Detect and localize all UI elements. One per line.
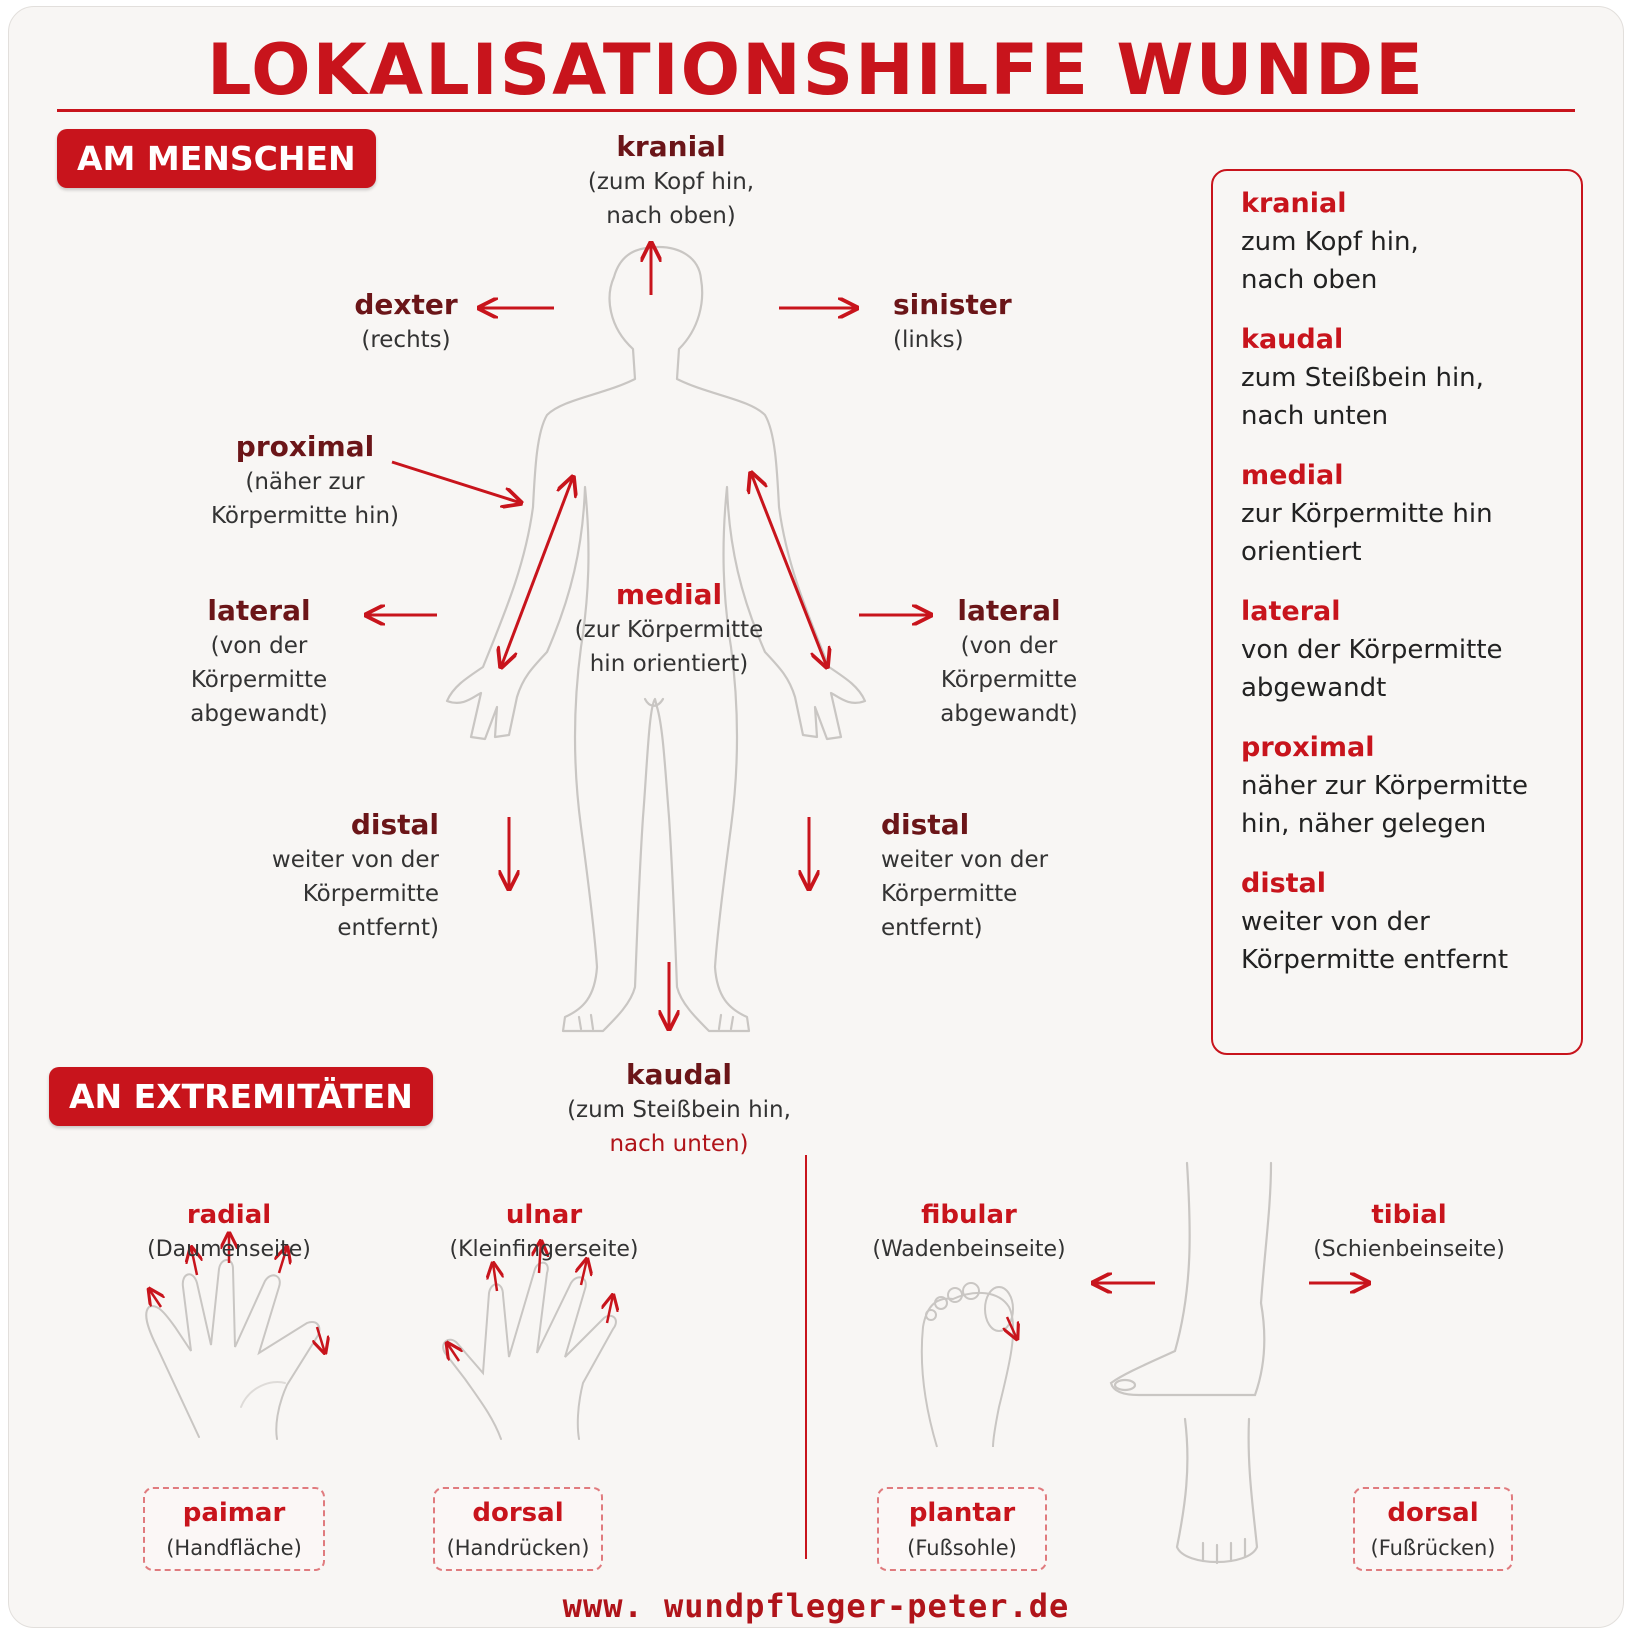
term-kranial: kranial (616, 130, 726, 163)
footer-url[interactable]: www. wundpfleger-peter.de (562, 1587, 1070, 1625)
desc-radial: (Daumenseite) (147, 1237, 311, 1262)
legend-term: distal (1241, 868, 1327, 899)
term-kaudal: kaudal (626, 1058, 732, 1091)
label-lateral-right: lateral (von der Körpermitte abgewandt) (919, 593, 1099, 731)
infographic-card: LOKALISATIONSHILFE WUNDE AM MENSCHEN AN … (8, 6, 1624, 1628)
label-dexter: dexter (rechts) (321, 287, 491, 357)
legend-desc: zum Kopf hin, nach oben (1241, 227, 1419, 295)
label-medial: medial (zur Körpermitte hin orientiert) (569, 577, 769, 681)
term-fibular: fibular (921, 1200, 1017, 1230)
box-palmar: paimar (Handfläche) (143, 1487, 325, 1571)
term-tibial: tibial (1371, 1200, 1447, 1230)
label-lateral-left: lateral (von der Körpermitte abgewandt) (169, 593, 349, 731)
anatomy-illustration (145, 7, 1623, 1565)
legend-term: lateral (1241, 596, 1341, 627)
legend-term: kranial (1241, 188, 1347, 219)
desc-distal-right: weiter von der Körpermitte entfernt) (881, 847, 1049, 941)
desc-ulnar: (Kleinfingerseite) (449, 1237, 639, 1262)
toe-arrow (1007, 1316, 1017, 1339)
legend-term: proximal (1241, 732, 1375, 763)
label-kaudal: kaudal (zum Steißbein hin, nach unten) (549, 1057, 809, 1161)
term-ulnar: ulnar (505, 1200, 583, 1230)
finger-arrows-dorsum (447, 1241, 613, 1362)
hand-dorsum-illustration (442, 1261, 617, 1440)
desc-lateral-left: (von der Körpermitte abgewandt) (190, 633, 328, 727)
term-lateral-left: lateral (207, 594, 311, 627)
label-kranial: kranial (zum Kopf hin, nach oben) (571, 129, 771, 233)
term-dorsal-foot: dorsal (1387, 1498, 1479, 1528)
term-proximal: proximal (235, 430, 375, 463)
desc-medial: (zur Körpermitte hin orientiert) (574, 617, 764, 677)
box-dorsal-hand: dorsal (Handrücken) (433, 1487, 603, 1571)
leg-side-illustration (1109, 1161, 1273, 1565)
term-dexter: dexter (354, 288, 458, 321)
legend-desc: zum Steißbein hin, nach unten (1241, 363, 1484, 431)
direction-arrows-body (366, 243, 931, 1029)
desc-kaudal-red: nach unten) (609, 1131, 749, 1157)
desc-kaudal: (zum Steißbein hin, (567, 1097, 791, 1123)
desc-dorsal-foot: (Fußrücken) (1370, 1536, 1496, 1560)
legend-box: kranial zum Kopf hin, nach oben kaudal z… (1211, 169, 1583, 1055)
term-palmar: paimar (182, 1498, 286, 1528)
desc-lateral-right: (von der Körpermitte abgewandt) (940, 633, 1078, 727)
label-ulnar: ulnar (Kleinfingerseite) (439, 1197, 649, 1267)
term-medial: medial (615, 578, 723, 611)
legend-desc: näher zur Körpermitte hin, näher gelegen (1241, 771, 1528, 839)
legend-term: medial (1241, 460, 1344, 491)
label-tibial: tibial (Schienbeinseite) (1309, 1197, 1509, 1267)
legend-desc: weiter von der Körpermitte entfernt (1241, 907, 1509, 975)
legend-desc: zur Körpermitte hin orientiert (1241, 499, 1493, 567)
legend-item: proximal näher zur Körpermitte hin, nähe… (1241, 729, 1553, 843)
desc-kranial: (zum Kopf hin, nach oben) (587, 169, 755, 229)
arrow-proximal (391, 460, 521, 503)
label-radial: radial (Daumenseite) (139, 1197, 319, 1267)
desc-distal-left: weiter von der Körpermitte entfernt) (271, 847, 439, 941)
legend-item: medial zur Körpermitte hin orientiert (1241, 457, 1553, 571)
desc-sinister: (links) (893, 327, 964, 353)
legend-item: kaudal zum Steißbein hin, nach unten (1241, 321, 1553, 435)
term-distal-left: distal (350, 808, 439, 841)
legend-item: kranial zum Kopf hin, nach oben (1241, 185, 1553, 299)
legend-term: kaudal (1241, 324, 1344, 355)
desc-plantar: (Fußsohle) (907, 1536, 1017, 1560)
section-badge-extremities: AN EXTREMITÄTEN (49, 1067, 433, 1126)
desc-palmar: (Handfläche) (166, 1536, 302, 1560)
foot-sole-illustration (920, 1282, 1015, 1448)
term-lateral-right: lateral (957, 594, 1061, 627)
box-plantar: plantar (Fußsohle) (877, 1487, 1047, 1571)
label-distal-right: distal weiter von der Körpermitte entfer… (881, 807, 1071, 945)
desc-dexter: (rechts) (361, 327, 451, 353)
label-sinister: sinister (links) (893, 287, 1063, 357)
title-divider (57, 109, 1575, 112)
term-plantar: plantar (908, 1498, 1016, 1528)
term-sinister: sinister (893, 288, 1012, 321)
label-distal-left: distal weiter von der Körpermitte entfer… (249, 807, 439, 945)
arrow-arm-right (751, 473, 827, 667)
desc-proximal: (näher zur Körpermitte hin) (210, 469, 400, 529)
term-dorsal-hand: dorsal (472, 1498, 564, 1528)
legend-item: lateral von der Körpermitte abgewandt (1241, 593, 1553, 707)
hand-palm-illustration (145, 1259, 321, 1440)
desc-dorsal-hand: (Handrücken) (446, 1536, 590, 1560)
desc-fibular: (Wadenbeinseite) (872, 1237, 1066, 1262)
label-proximal: proximal (näher zur Körpermitte hin) (205, 429, 405, 533)
label-fibular: fibular (Wadenbeinseite) (869, 1197, 1069, 1267)
legend-item: distal weiter von der Körpermitte entfer… (1241, 865, 1553, 979)
page-title: LOKALISATIONSHILFE WUNDE (207, 29, 1425, 111)
finger-arrows-palm (149, 1233, 325, 1353)
arrow-arm-left (501, 477, 573, 667)
desc-tibial: (Schienbeinseite) (1313, 1237, 1505, 1262)
legend-desc: von der Körpermitte abgewandt (1241, 635, 1503, 703)
term-distal-right: distal (881, 808, 970, 841)
double-arrows-arms (501, 473, 827, 667)
term-radial: radial (186, 1200, 272, 1230)
box-dorsal-foot: dorsal (Fußrücken) (1353, 1487, 1513, 1571)
section-badge-body: AM MENSCHEN (57, 129, 376, 188)
